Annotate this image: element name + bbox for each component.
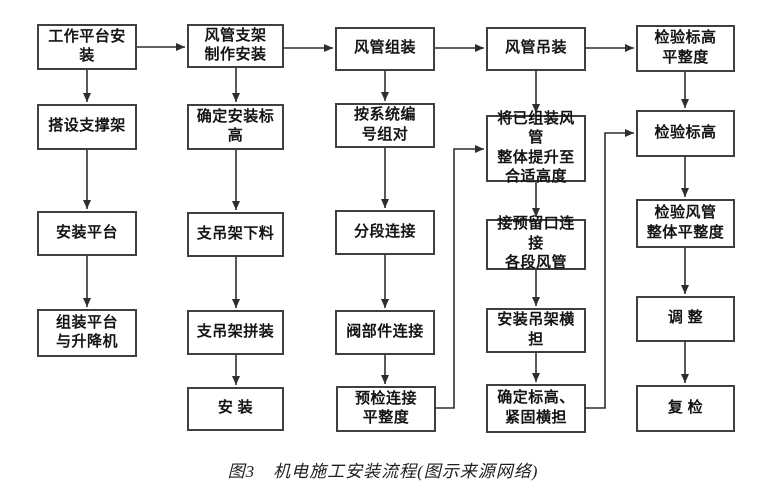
flow-box-label: 组装平台 与升降机 [55, 314, 118, 351]
flow-box-label: 安装吊架横担 [497, 312, 575, 348]
flow-box-label: 接预留口连接 各段风管 [497, 216, 575, 272]
flow-box-installation: 安 装 [187, 387, 284, 431]
flow-box-label: 风管吊装 [504, 40, 567, 57]
flow-box-duct-hoisting: 风管吊装 [486, 27, 586, 71]
figure-caption: 图3 机电施工安装流程(图示来源网络) [227, 462, 539, 481]
flow-box-label: 将已组装风管 整体提升至 合适高度 [497, 110, 575, 186]
flow-box-pairing-by-system-number: 按系统编 号组对 [335, 103, 435, 148]
flow-box-install-hanger-crossbar: 安装吊架横担 [486, 308, 586, 353]
flow-box-label: 工作平台安装 [48, 28, 126, 65]
flow-box-label: 支吊架下料 [196, 225, 275, 242]
flow-box-label: 分段连接 [353, 223, 416, 240]
flow-box-label: 复 检 [667, 399, 704, 416]
flow-box-lift-assembled-duct: 将已组装风管 整体提升至 合适高度 [486, 111, 586, 185]
flow-arrows [83, 43, 689, 409]
flow-box-label: 搭设支撑架 [48, 118, 126, 135]
flow-box-label: 确定标高、 紧固横担 [497, 390, 575, 426]
flow-box-recheck: 复 检 [636, 385, 735, 432]
flow-box-install-platform: 安装平台 [37, 211, 137, 256]
flow-box-adjust: 调 整 [636, 296, 735, 342]
flow-box-check-elevation-flatness: 检验标高 平整度 [636, 25, 735, 72]
flow-box-check-elevation: 检验标高 [636, 110, 735, 157]
flow-box-hanger-blanking: 支吊架下料 [187, 212, 284, 257]
flow-box-label: 阀部件连接 [346, 323, 424, 340]
flow-box-label: 支吊架拼装 [196, 323, 275, 340]
connector-fix-elevation-to-check-elevation [586, 129, 634, 409]
flow-box-label: 风管组装 [353, 40, 416, 57]
flow-box-erect-support-frame: 搭设支撑架 [37, 104, 137, 150]
flow-box-duct-bracket-fabrication: 风管支架 制作安装 [187, 24, 284, 68]
flow-box-label: 检验标高 [654, 124, 717, 141]
flow-box-label: 调 整 [667, 310, 704, 327]
connector-precheck-to-lift-duct [436, 145, 484, 409]
flow-box-label: 确定安装标高 [196, 108, 275, 145]
flow-box-section-connection: 分段连接 [335, 210, 435, 255]
flow-box-duct-assembly: 风管组装 [335, 27, 435, 71]
flow-box-assemble-platform-and-lift: 组装平台 与升降机 [37, 309, 137, 357]
flow-box-label: 安装平台 [55, 224, 118, 241]
flow-box-connect-reserved-openings: 接预留口连接 各段风管 [486, 216, 586, 271]
flow-box-determine-install-elevation: 确定安装标高 [187, 104, 284, 150]
flow-box-label: 检验风管 整体平整度 [646, 205, 725, 241]
flow-box-label: 风管支架 制作安装 [204, 27, 267, 64]
flow-box-check-duct-overall-flatness: 检验风管 整体平整度 [636, 199, 735, 248]
flow-box-hanger-assembly: 支吊架拼装 [187, 310, 284, 355]
flow-box-precheck-connection-flatness: 预检连接 平整度 [336, 386, 436, 432]
flow-box-label: 安 装 [217, 400, 254, 417]
flow-box-work-platform-installation: 工作平台安装 [37, 24, 137, 70]
flow-box-label: 按系统编 号组对 [353, 107, 416, 143]
flow-box-valve-parts-connection: 阀部件连接 [335, 310, 435, 355]
flow-box-label: 检验标高 平整度 [654, 30, 717, 66]
flow-box-label: 预检连接 平整度 [354, 390, 417, 427]
flow-box-fix-elevation-tighten-crossbar: 确定标高、 紧固横担 [486, 384, 586, 433]
